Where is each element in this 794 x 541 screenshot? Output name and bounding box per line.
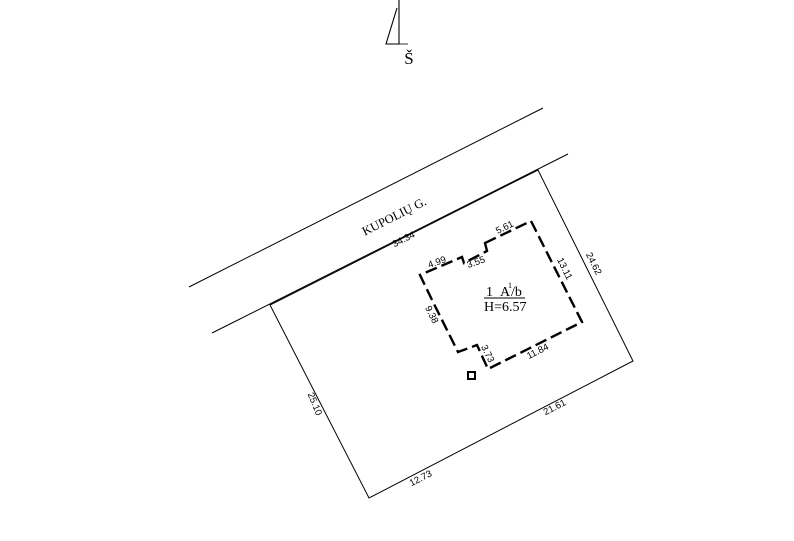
north-arrow: Š bbox=[385, 0, 414, 68]
building-dim-lower-step: 3.73 bbox=[478, 343, 496, 364]
building-dim-upper-step: 4.99 bbox=[427, 254, 448, 271]
plot-dim-bottom-left: 12.73 bbox=[408, 468, 434, 489]
building-height: H=6.57 bbox=[484, 300, 527, 315]
street-name: KUPOLIŲ G. bbox=[360, 194, 429, 238]
plot-boundary bbox=[269, 169, 634, 499]
building-dim-middle-step: 3.55 bbox=[466, 254, 487, 271]
north-arrow-icon bbox=[385, 0, 400, 45]
street-edge-upper bbox=[188, 107, 544, 288]
building-dim-left: 9.38 bbox=[422, 304, 440, 325]
building-outline bbox=[418, 219, 584, 371]
building-dim-right: 13.11 bbox=[554, 256, 574, 282]
plot-dim-bottom-right: 21.61 bbox=[542, 397, 568, 418]
building-dim-bottom: 11.84 bbox=[525, 342, 551, 362]
plot-dim-front: 34.34 bbox=[391, 229, 417, 250]
building-label: 1 A 1 /b H=6.57 bbox=[484, 281, 527, 315]
plot-dim-left: 25.10 bbox=[305, 391, 324, 417]
building-number: 1 bbox=[486, 285, 493, 300]
north-label: Š bbox=[404, 49, 413, 68]
building-code-suffix: /b bbox=[511, 285, 522, 300]
building-marker bbox=[467, 371, 476, 380]
street-edge-lower bbox=[211, 153, 569, 334]
plot-dim-right: 24.62 bbox=[583, 251, 603, 277]
building-code: A bbox=[500, 285, 511, 300]
building-code-sup: 1 bbox=[508, 281, 512, 290]
